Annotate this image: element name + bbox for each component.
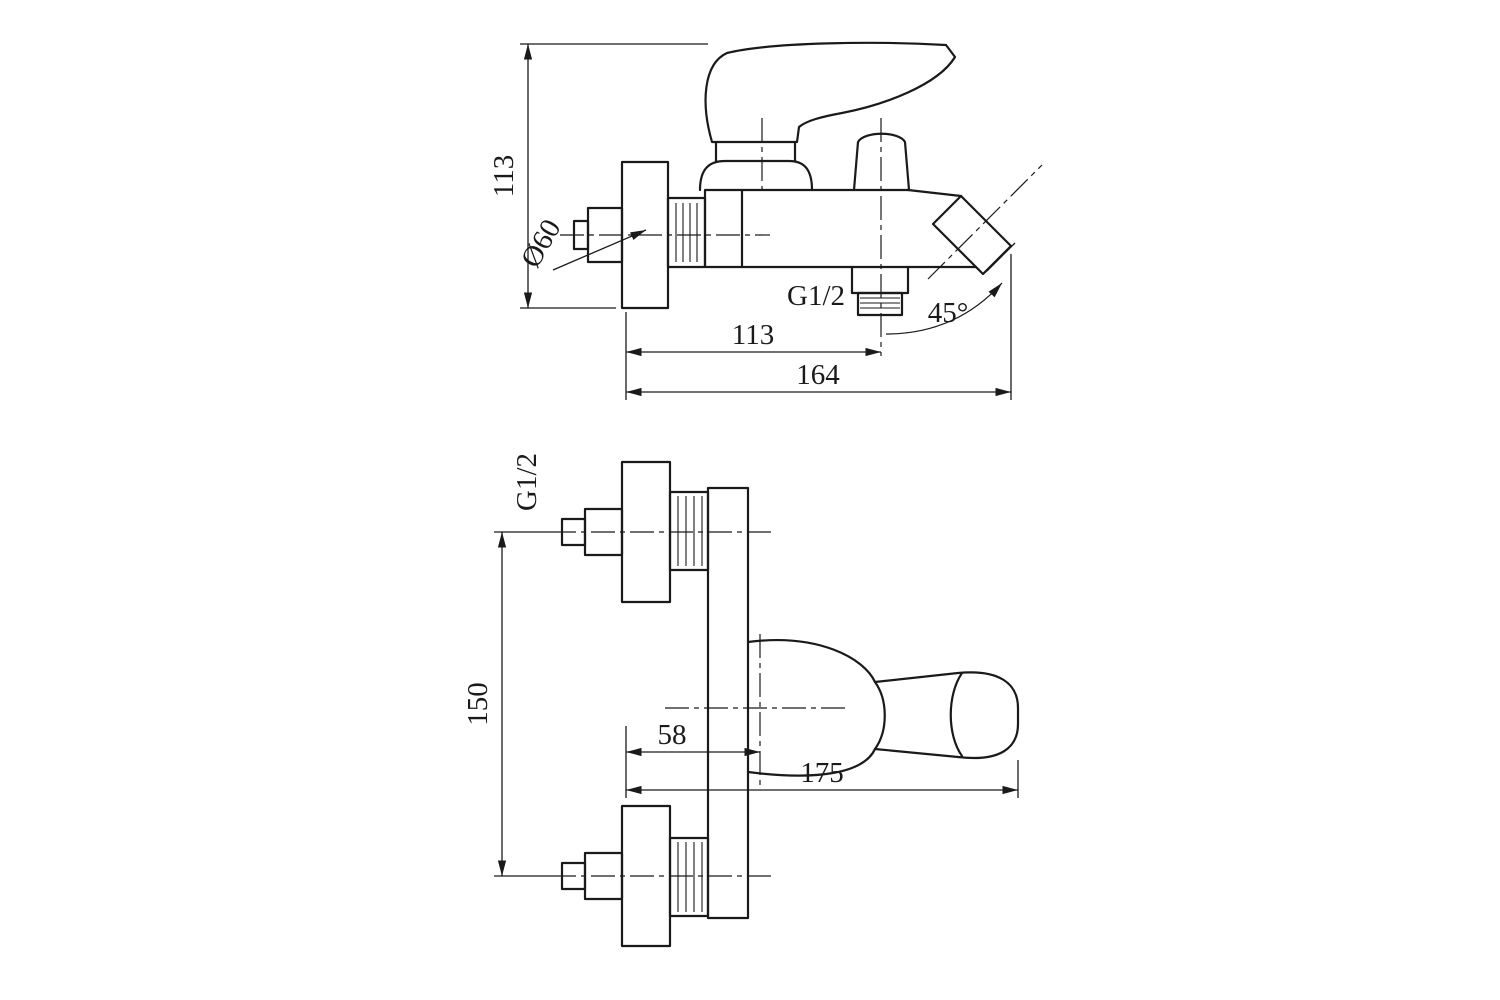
shower-outlet-thread [856,291,904,317]
dim-width-overall: 175 [800,757,844,789]
connector-thread-bottom [668,836,710,918]
thread-lines [675,203,698,262]
dim-depth-diverter: 113 [732,319,774,351]
thread-lines-top [677,496,703,566]
cartridge-dome [698,159,814,192]
thread-lines-bottom [677,842,703,912]
dim-angle: 45° [928,297,969,329]
diverter-knob [852,132,911,192]
handle-neck [714,140,797,163]
body-plate [706,486,750,920]
dim-flange-diameter: Ø60 [515,214,568,273]
leader-flange-diameter [552,229,647,271]
connector-thread-section [666,196,707,269]
dim-depth-overall: 164 [796,359,840,391]
handle-top-outline [746,639,1020,777]
side-view: G1/2 113 Ø60 113 164 45° [488,41,1043,400]
mixer-body [703,188,978,269]
spout-axis-45 [927,164,1043,280]
label-shower-thread: G1/2 [787,280,845,312]
lever-handle [704,41,957,144]
ext-lines-150 [494,531,552,877]
handle-paddle-edge [949,671,964,758]
dim-centre-distance: 150 [462,682,494,726]
outlet-thread-lines [860,297,900,309]
dim-height: 113 [488,155,520,197]
plan-view: G1/2 150 58 175 [462,453,1020,948]
dim-handle-offset: 58 [658,719,687,751]
aerator-face-line [986,242,1016,272]
shower-outlet-nut [850,265,910,295]
label-inlet-thread: G1/2 [511,453,543,511]
spout-end-cap [931,194,1013,276]
angle-arc [885,282,1003,335]
handle-dome-edge [873,680,886,751]
